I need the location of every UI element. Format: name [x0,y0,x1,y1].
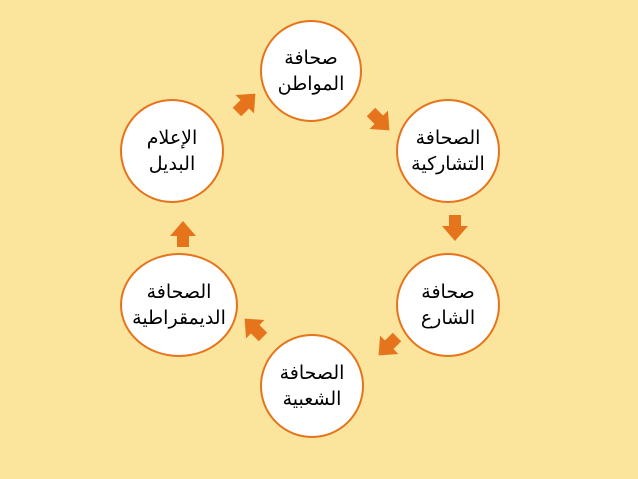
arrow-street-to-popular [378,332,402,356]
arrow-citizen-to-participatory [366,107,390,131]
node-participatory-journalism-line1: الصحافة [415,127,481,149]
node-democratic-journalism-line1: الصحافة [146,281,212,303]
arrow-democratic-to-alternative [170,221,196,247]
node-democratic-journalism: الصحافة الديمقراطية [120,253,238,357]
arrow-popular-to-democratic [244,318,268,342]
arrow-alternative-to-citizen [232,93,256,117]
node-alternative-media-line1: الإعلام [146,127,198,149]
node-alternative-media-line2: البديل [148,153,196,175]
node-street-journalism: صحافة الشارع [396,253,500,357]
node-democratic-journalism-line2: الديمقراطية [132,307,226,329]
node-citizen-journalism-line1: صحافة [284,47,338,69]
node-popular-journalism: الصحافة الشعبية [260,334,364,438]
node-popular-journalism-line1: الصحافة [279,362,345,384]
node-citizen-journalism-line2: المواطن [277,73,345,95]
node-participatory-journalism: الصحافة التشاركية [396,99,500,203]
node-street-journalism-line1: صحافة [421,281,475,303]
arrow-participatory-to-street [442,215,468,241]
node-popular-journalism-line2: الشعبية [282,388,342,410]
node-alternative-media: الإعلام البديل [120,99,224,203]
node-participatory-journalism-line2: التشاركية [411,153,485,175]
node-street-journalism-line2: الشارع [420,307,476,329]
node-citizen-journalism: صحافة المواطن [260,20,362,122]
